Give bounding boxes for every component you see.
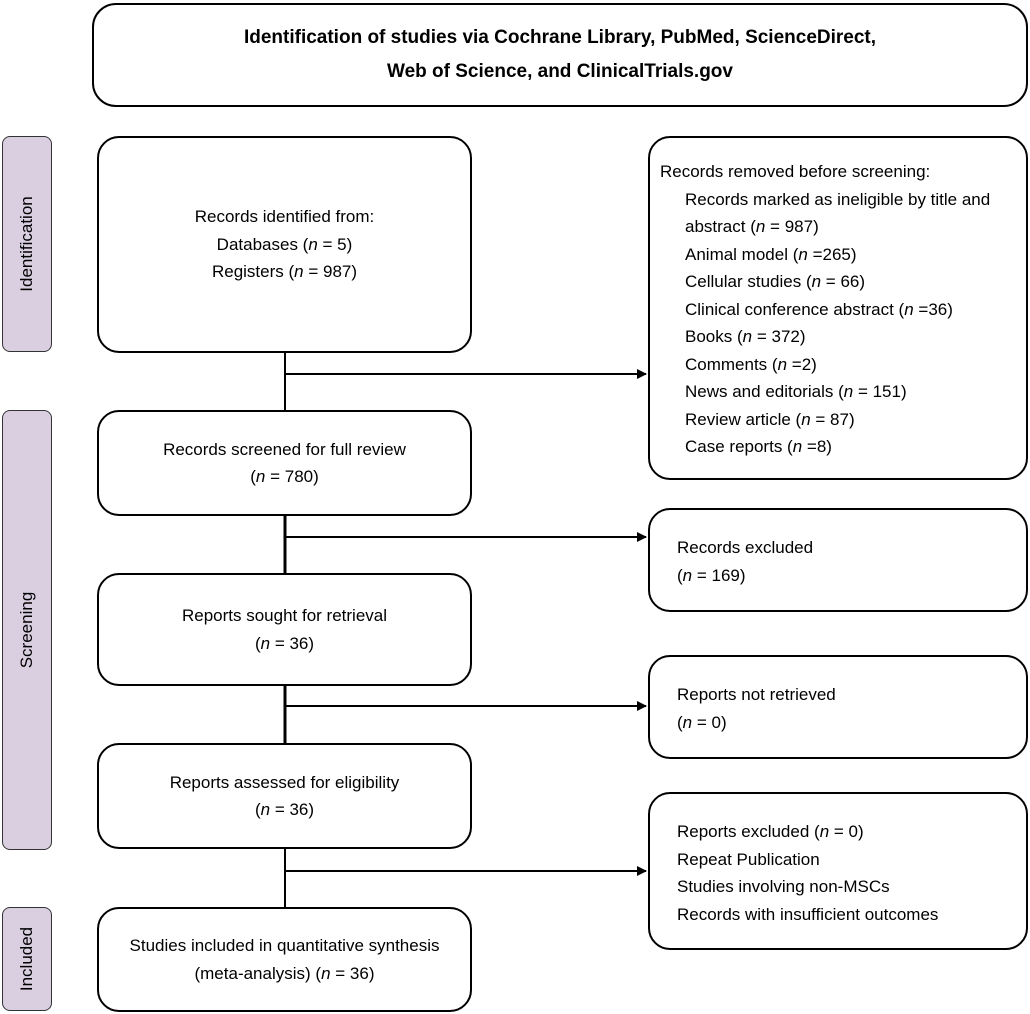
records-screened-label: Records screened for full review xyxy=(163,439,406,459)
reports-assessed-box: Reports assessed for eligibility (n = 36… xyxy=(97,743,472,849)
reports-excluded-box: Reports excluded (n = 0) Repeat Publicat… xyxy=(648,792,1028,950)
phase-identification: Identification xyxy=(2,136,52,352)
removed-reason: Books (n = 372) xyxy=(685,327,806,346)
studies-included-count: (meta-analysis) (n = 36) xyxy=(194,963,375,983)
records-excluded-count: (n = 169) xyxy=(677,565,746,585)
databases-count: Databases (n = 5) xyxy=(216,234,353,254)
reports-excluded-count: Reports excluded (n = 0) xyxy=(677,822,864,841)
reports-sought-count: (n = 36) xyxy=(254,633,315,653)
records-screened-box: Records screened for full review (n = 78… xyxy=(97,410,472,516)
records-excluded-box: Records excluded (n = 169) xyxy=(648,508,1028,612)
records-screened-count: (n = 780) xyxy=(250,467,319,486)
phase-identification-label: Identification xyxy=(17,196,36,292)
records-identified-heading: Records identified from: xyxy=(194,207,375,227)
reports-sought-label: Reports sought for retrieval xyxy=(181,606,388,625)
phase-included-label: Included xyxy=(17,926,36,992)
removed-reason: Review article (n = 87) xyxy=(685,409,855,429)
removed-reason: Comments (n =2) xyxy=(685,354,817,374)
studies-included-box: Studies included in quantitative synthes… xyxy=(97,907,472,1012)
records-excluded-label: Records excluded xyxy=(677,538,814,557)
header-line-1: Identification of studies via Cochrane L… xyxy=(243,27,877,48)
header-box: Identification of studies via Cochrane L… xyxy=(92,3,1028,107)
removed-reason: abstract (n = 987) xyxy=(685,217,819,236)
reports-not-retrieved-box: Reports not retrieved (n = 0) xyxy=(648,655,1028,759)
removed-reason: Case reports (n =8) xyxy=(685,437,832,456)
reports-not-retrieved-count: (n = 0) xyxy=(677,712,727,732)
header-line-2: Web of Science, and ClinicalTrials.gov xyxy=(387,61,733,82)
exclusion-reason: Records with insufficient outcomes xyxy=(677,904,939,924)
reports-assessed-count: (n = 36) xyxy=(254,800,315,819)
records-removed-heading: Records removed before screening: xyxy=(660,162,931,181)
registers-count: Registers (n = 987) xyxy=(211,262,358,282)
phase-included: Included xyxy=(2,907,52,1011)
phase-screening: Screening xyxy=(2,410,52,850)
removed-reason: Cellular studies (n = 66) xyxy=(685,272,866,291)
phase-screening-label: Screening xyxy=(17,591,36,669)
exclusion-reason: Repeat Publication xyxy=(677,849,820,869)
removed-reason: Clinical conference abstract (n =36) xyxy=(685,299,953,319)
records-removed-box: Records removed before screening: Record… xyxy=(648,136,1028,480)
removed-reason: Records marked as ineligible by title an… xyxy=(685,189,991,209)
reports-assessed-label: Reports assessed for eligibility xyxy=(169,772,400,792)
reports-sought-box: Reports sought for retrieval (n = 36) xyxy=(97,573,472,686)
reports-not-retrieved-label: Reports not retrieved xyxy=(677,685,836,704)
records-identified-box: Records identified from: Databases (n = … xyxy=(97,136,472,353)
studies-included-label: Studies included in quantitative synthes… xyxy=(129,936,440,955)
exclusion-reason: Studies involving non-MSCs xyxy=(677,877,890,896)
removed-reason: Animal model (n =265) xyxy=(685,244,857,264)
removed-reason: News and editorials (n = 151) xyxy=(685,382,907,401)
